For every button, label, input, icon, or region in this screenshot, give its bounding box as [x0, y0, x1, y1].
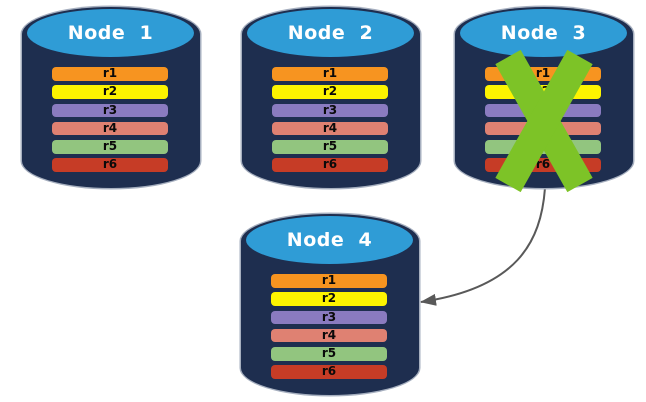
failover-arrow — [420, 187, 546, 306]
node-title: Node 3 — [500, 22, 587, 44]
replica-row-label: r6 — [535, 157, 551, 172]
replica-row-r1: r1 — [271, 273, 387, 288]
replica-row-r2: r2 — [272, 85, 388, 99]
db-cylinder-top: Node 4 — [246, 216, 413, 264]
replica-row-label: r1 — [102, 66, 118, 80]
failover-arrow-path — [420, 187, 546, 306]
db-node-4: Node 4 r1 r2 r3 r4 r5 r6 — [241, 214, 419, 395]
replica-row-label: r3 — [321, 309, 337, 324]
replica-row-r3: r3 — [272, 102, 388, 118]
replica-row-label: r6 — [322, 157, 338, 172]
db-cylinder-top: Node 1 — [27, 9, 194, 57]
replica-row-r2: r2 — [271, 292, 387, 306]
replica-row-label: r5 — [322, 139, 338, 154]
node-title: Node 2 — [287, 22, 374, 44]
replica-rows: r1 r2 r3 r4 r5 r6 — [52, 66, 168, 177]
replica-row-r1: r1 — [272, 66, 388, 81]
replica-row-label: r2 — [321, 291, 337, 306]
replica-row-r5: r5 — [52, 139, 168, 154]
replica-row-r5: r5 — [272, 139, 388, 154]
replica-row-r4: r4 — [272, 120, 388, 136]
db-cylinder-top: Node 3 — [460, 9, 627, 57]
replica-row-r1: r1 — [52, 66, 168, 81]
replica-row-r6: r6 — [52, 158, 168, 172]
node-title: Node 4 — [286, 229, 373, 251]
replica-row-r2: r2 — [52, 85, 168, 99]
replica-row-r3: r3 — [52, 102, 168, 118]
replica-row-r4: r4 — [52, 120, 168, 136]
replica-row-r6: r6 — [272, 158, 388, 172]
replica-row-label: r4 — [322, 120, 338, 135]
db-node-2: Node 2 r1 r2 r3 r4 r5 r6 — [242, 7, 420, 188]
replica-row-r5: r5 — [271, 346, 387, 361]
replica-row-label: r6 — [102, 157, 118, 172]
replica-rows: r1 r2 r3 r4 r5 r6 — [272, 66, 388, 177]
failure-x-icon — [495, 49, 593, 193]
replica-row-r3: r3 — [271, 309, 387, 325]
replica-row-label: r2 — [102, 84, 118, 99]
replica-row-r6: r6 — [271, 365, 387, 379]
replica-row-label: r5 — [102, 139, 118, 154]
replica-row-label: r2 — [322, 84, 338, 99]
replica-row-label: r3 — [322, 102, 338, 117]
db-node-1: Node 1 r1 r2 r3 r4 r5 r6 — [22, 7, 200, 188]
db-cylinder-top: Node 2 — [247, 9, 414, 57]
replica-row-label: r4 — [102, 120, 118, 135]
node-title: Node 1 — [67, 22, 154, 44]
replica-row-label: r4 — [321, 327, 337, 342]
replica-row-r4: r4 — [271, 327, 387, 343]
replica-row-label: r3 — [102, 102, 118, 117]
replica-row-label: r5 — [321, 346, 337, 361]
replica-rows: r1 r2 r3 r4 r5 r6 — [271, 273, 387, 384]
replica-row-label: r1 — [321, 273, 337, 287]
replica-row-label: r1 — [322, 66, 338, 80]
replica-row-label: r6 — [321, 364, 337, 379]
replica-row-label: r1 — [535, 66, 551, 80]
